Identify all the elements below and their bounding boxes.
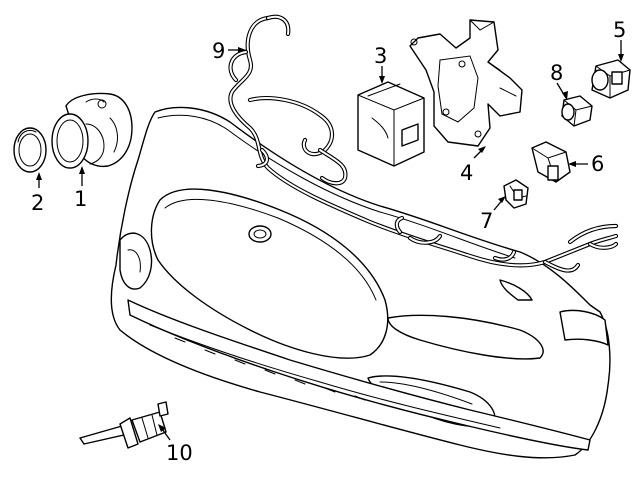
sensor-ring (13, 127, 47, 173)
sensor-housing (51, 92, 133, 169)
callout-7: 7 (480, 209, 493, 233)
sensor-8 (561, 95, 593, 127)
control-module (357, 81, 425, 167)
mounting-bracket (409, 19, 523, 147)
connector-clip (531, 141, 571, 183)
callout-4: 4 (460, 161, 473, 185)
retainer-clip (503, 179, 529, 209)
callout-1: 1 (74, 187, 87, 211)
sensor-5 (591, 59, 631, 99)
callout-9: 9 (212, 39, 225, 63)
callout-2: 2 (31, 191, 44, 215)
callout-10: 10 (166, 441, 193, 465)
callout-6: 6 (591, 152, 604, 176)
callout-3: 3 (374, 44, 387, 68)
wiring-harness (228, 14, 619, 273)
bumper-cover (110, 106, 611, 459)
callout-8: 8 (550, 61, 563, 85)
tow-eye-cap (79, 401, 169, 449)
callout-5: 5 (613, 18, 626, 42)
callouts: 1 2 3 4 5 8 6 7 9 10 (31, 18, 626, 465)
emblem (248, 225, 272, 243)
